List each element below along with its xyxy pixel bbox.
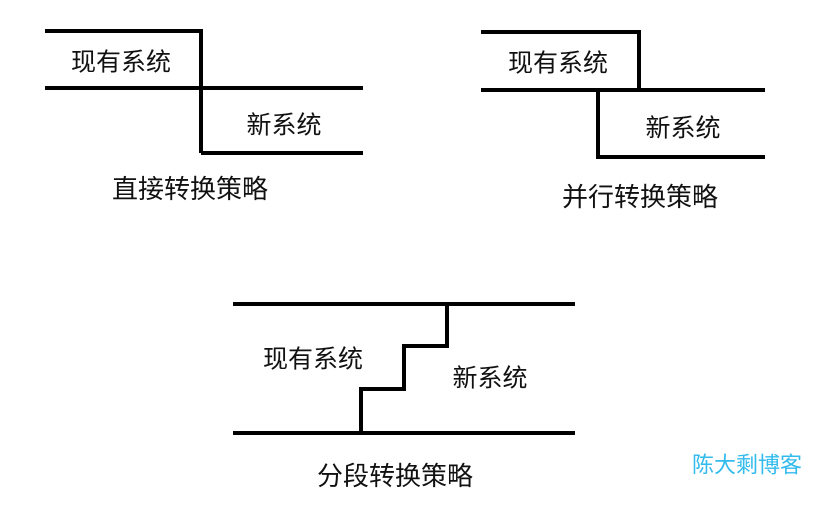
- new-system-label: 新系统: [246, 111, 321, 140]
- watermark: 陈大剩博客: [692, 454, 802, 479]
- old-system-label: 现有系统: [508, 49, 608, 78]
- new-system-outline: [596, 90, 765, 159]
- phased-conversion-diagram: 现有系统 新系统 分段转换策略: [233, 302, 575, 492]
- old-system-label: 现有系统: [71, 48, 171, 77]
- direct-conversion-diagram: 现有系统 新系统 直接转换策略: [45, 29, 363, 205]
- old-system-top-line: [481, 30, 641, 90]
- staircase-line: [359, 304, 449, 433]
- old-system-top-line: [45, 29, 203, 153]
- new-system-label: 新系统: [452, 364, 527, 393]
- new-system-label: 新系统: [645, 114, 720, 143]
- old-system-label: 现有系统: [263, 345, 363, 374]
- parallel-conversion-diagram: 现有系统 新系统 并行转换策略: [481, 30, 765, 213]
- diagram-title: 直接转换策略: [112, 175, 268, 205]
- diagram-title: 分段转换策略: [317, 462, 473, 492]
- diagram-title: 并行转换策略: [562, 183, 718, 213]
